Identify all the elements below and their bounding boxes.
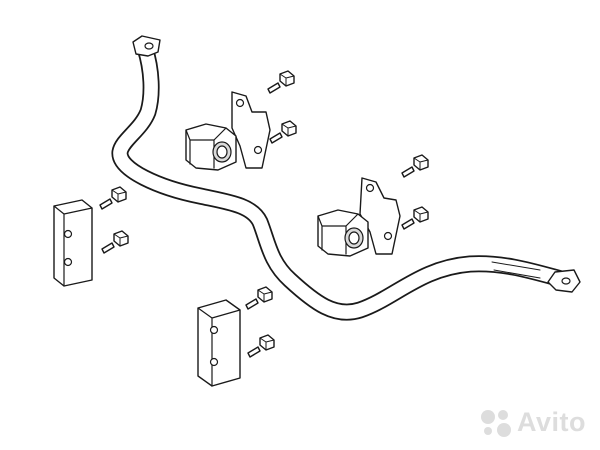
- stabilizer-bar: [111, 35, 581, 321]
- bolts: [99, 70, 429, 358]
- bolt-1: [267, 70, 295, 94]
- bracket-left: [231, 91, 271, 169]
- link-block-upper: [53, 199, 93, 287]
- bolt-8: [247, 334, 275, 358]
- bushing-right: [317, 209, 369, 257]
- bolt-4: [401, 206, 429, 230]
- bolt-7: [245, 286, 273, 310]
- bolt-5: [99, 186, 127, 210]
- watermark: Avito: [479, 407, 586, 438]
- bolt-2: [269, 120, 297, 144]
- avito-dots-icon: [481, 409, 511, 437]
- link-block-lower: [197, 299, 241, 387]
- bushing-left: [185, 123, 237, 171]
- bolt-6: [101, 230, 129, 254]
- bolt-3: [401, 154, 429, 178]
- watermark-text: Avito: [517, 407, 586, 437]
